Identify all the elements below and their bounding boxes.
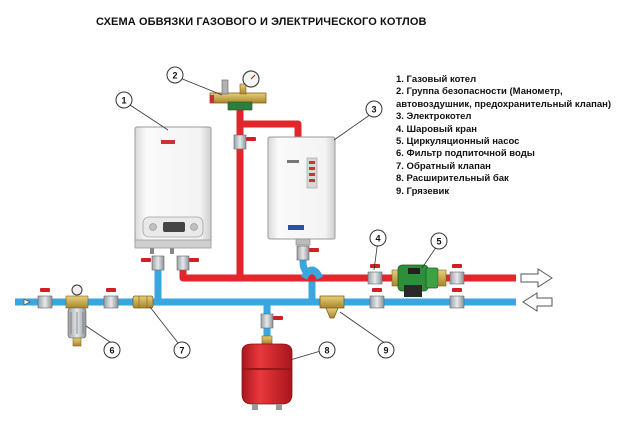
callout-6: 6 [103,341,121,359]
circulation-pump[interactable] [391,264,447,297]
callout-9-label: 9 [383,346,388,356]
callout-1: 1 [115,91,133,109]
ball-valve-supply-outlet[interactable] [449,264,465,285]
flow-arrow-return-in [522,292,553,312]
ball-valve-return-mid[interactable] [369,288,385,309]
legend-item-3: 3. Электрокотел [396,111,472,123]
strainer[interactable] [319,295,345,319]
safety-group[interactable] [209,70,267,111]
callouts: 1 2 3 4 5 6 7 8 9 [103,66,448,359]
diagram-title: СХЕМА ОБВЯЗКИ ГАЗОВОГО И ЭЛЕКТРИЧЕСКОГО … [96,16,427,28]
callout-7: 7 [173,341,191,359]
legend-item-5: 5. Циркуляционный насос [396,136,520,148]
ball-valve-electric-return[interactable] [296,245,319,261]
callout-3-label: 3 [371,105,376,115]
ball-valve-return-inlet[interactable] [449,288,465,309]
callout-6-label: 6 [109,346,114,356]
legend-item-2: 2. Группа безопасности (Манометр, автово… [396,86,612,110]
legend-item-8: 8. Расширительный бак [396,173,509,185]
legend-item-7: 7. Обратный клапан [396,160,491,172]
electric-boiler-logo [288,225,304,230]
ball-valve-makeup-left[interactable] [37,288,53,309]
callout-2-label: 2 [172,71,177,81]
makeup-water-filter[interactable] [65,284,89,347]
callout-9: 9 [377,341,395,359]
ball-valve-safety-group[interactable] [233,134,256,150]
legend-item-6: 6. Фильтр подпиточной воды [396,148,535,160]
ball-valve-gas-return[interactable] [141,255,165,271]
callout-3: 3 [365,100,383,118]
gas-boiler[interactable] [134,126,212,254]
callout-2: 2 [166,66,184,84]
electric-boiler-top-pipe [240,120,302,140]
legend-item-9: 9. Грязевик [396,185,450,197]
ball-valve-gas-supply[interactable] [176,255,199,271]
flow-arrow-supply-out [520,268,553,288]
callout-7-label: 7 [179,346,184,356]
legend-item-1: 1. Газовый котел [396,74,477,85]
pipe-crossover [300,266,324,280]
ball-valve-supply-before-pump[interactable] [367,264,383,285]
callout-8-label: 8 [324,346,329,356]
callout-4-label: 4 [375,234,380,244]
callout-1-label: 1 [121,96,126,106]
expansion-tank[interactable] [241,335,293,410]
callout-5: 5 [430,232,448,250]
callout-5-label: 5 [436,237,441,247]
ball-valve-makeup-right[interactable] [103,288,119,309]
electric-boiler[interactable] [267,136,336,246]
check-valve[interactable] [132,295,154,309]
gas-boiler-supply-pipe [179,258,516,282]
callout-4: 4 [369,229,387,247]
legend: 1. Газовый котел 2. Группа безопасности … [396,74,632,198]
callout-8: 8 [318,341,336,359]
legend-item-4: 4. Шаровый кран [396,123,478,135]
ball-valve-tank[interactable] [260,313,283,329]
flow-arrow-makeup-in [23,298,31,306]
